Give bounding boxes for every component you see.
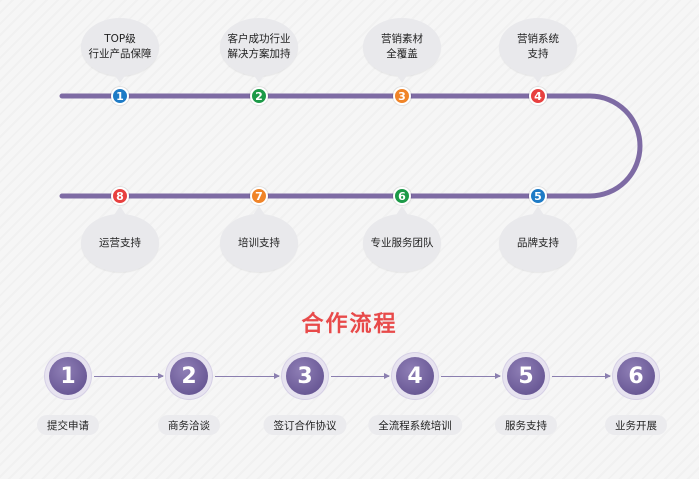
milestone-bubble: 营销素材 全覆盖 [363, 18, 441, 76]
step-label: 服务支持 [495, 415, 557, 435]
step-number-circle: 4 [396, 357, 434, 395]
step-arrow [331, 373, 390, 379]
milestone-number-badge: 8 [111, 187, 129, 205]
bubble-pointer [253, 206, 265, 215]
milestone-bubble: 客户成功行业 解决方案加持 [220, 18, 298, 76]
milestone-text: 营销素材 全覆盖 [381, 33, 423, 60]
bubble-pointer [532, 74, 544, 83]
milestone-number-badge: 1 [111, 87, 129, 105]
bubble-pointer [396, 74, 408, 83]
milestone-bubble: 运营支持 [81, 214, 159, 272]
step-number-circle: 2 [170, 357, 208, 395]
milestone-text: 营销系统 支持 [517, 33, 559, 60]
step-label: 全流程系统培训 [368, 415, 462, 435]
step-label: 提交申请 [37, 415, 99, 435]
milestone-number-badge: 7 [250, 187, 268, 205]
step-number-circle: 3 [286, 357, 324, 395]
step-arrow [441, 373, 501, 379]
bubble-pointer [114, 74, 126, 83]
step-label: 业务开展 [605, 415, 667, 435]
milestone-bubble: 营销系统 支持 [499, 18, 577, 76]
milestone-number-badge: 5 [529, 187, 547, 205]
step-arrow [215, 373, 280, 379]
milestone-number-badge: 6 [393, 187, 411, 205]
step-number-circle: 5 [507, 357, 545, 395]
step-label: 商务洽谈 [158, 415, 220, 435]
milestone-number-badge: 4 [529, 87, 547, 105]
bubble-pointer [532, 206, 544, 215]
step-number-circle: 6 [617, 357, 655, 395]
milestone-number-badge: 2 [250, 87, 268, 105]
milestone-bubble: TOP级 行业产品保障 [81, 18, 159, 76]
step-arrow [552, 373, 611, 379]
bubble-pointer [396, 206, 408, 215]
milestone-text: 培训支持 [238, 236, 280, 249]
cooperation-title: 合作流程 [301, 312, 398, 337]
timeline-path [59, 93, 643, 199]
milestone-text: 运营支持 [99, 236, 141, 249]
bubble-pointer [253, 74, 265, 83]
milestone-text: TOP级 行业产品保障 [88, 33, 152, 60]
bubble-pointer [114, 206, 126, 215]
milestone-number-badge: 3 [393, 87, 411, 105]
step-arrow [94, 373, 164, 379]
milestone-text: 品牌支持 [517, 236, 559, 249]
milestone-bubble: 品牌支持 [499, 214, 577, 272]
milestone-bubble: 培训支持 [220, 214, 298, 272]
milestone-text: 客户成功行业 解决方案加持 [227, 33, 291, 60]
milestone-text: 专业服务团队 [370, 236, 434, 249]
step-number-circle: 1 [49, 357, 87, 395]
milestone-bubble: 专业服务团队 [363, 214, 441, 272]
step-label: 签订合作协议 [263, 415, 347, 435]
